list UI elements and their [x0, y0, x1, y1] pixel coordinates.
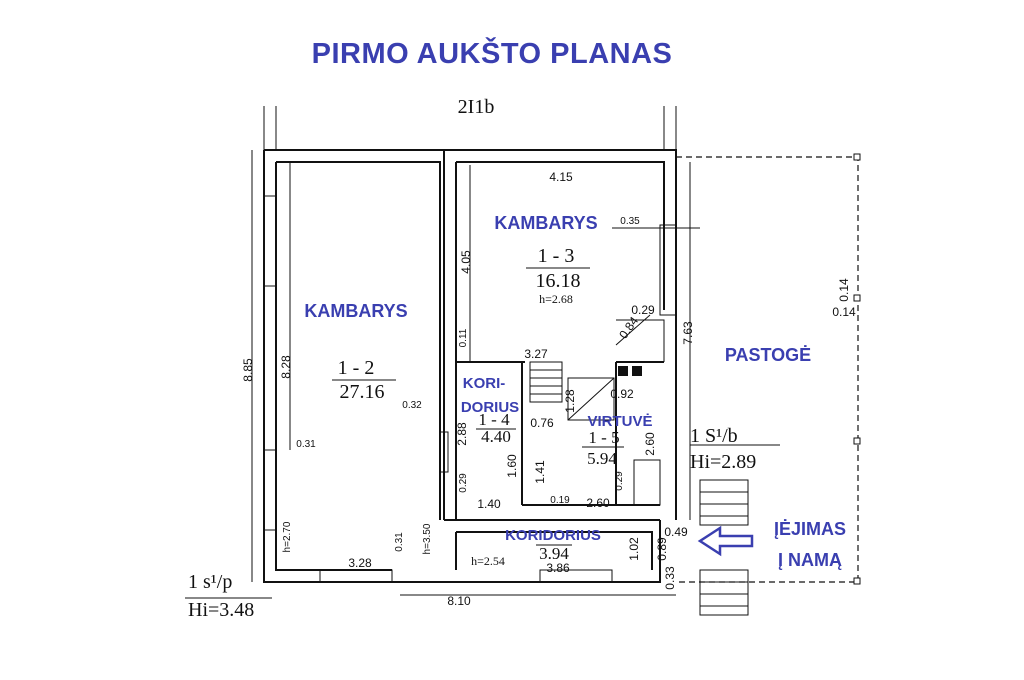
dim-3-86: 3.86: [546, 561, 570, 575]
legend-right-line2: Hi=2.89: [690, 451, 756, 473]
dim-3-28: 3.28: [348, 556, 372, 570]
stairs-interior: [529, 361, 615, 421]
dim-0-33: 0.33: [663, 566, 677, 590]
room-1-5-number: 1 - 5: [588, 428, 619, 447]
dim-8-10: 8.10: [447, 594, 471, 608]
dim-0-19: 0.19: [550, 495, 570, 506]
dim-8-85: 8.85: [241, 358, 255, 382]
dim-0-92: 0.92: [610, 387, 634, 401]
dim-1-60: 1.60: [505, 454, 519, 478]
wall-stubs: [263, 106, 677, 150]
dim-0-29-b: 0.29: [458, 473, 469, 493]
dim-h-3-50: h=3.50: [422, 523, 433, 554]
corridor-area: 3.94: [539, 544, 569, 563]
dim-3-27: 3.27: [524, 347, 548, 361]
dim-1-28: 1.28: [563, 389, 577, 413]
dim-0-31-a: 0.31: [296, 439, 316, 450]
legend-left-line1: 1 s¹/p: [188, 571, 232, 593]
windows: [263, 195, 677, 583]
dim-1-40: 1.40: [477, 497, 501, 511]
dim-0-14-b: 0.14: [832, 305, 856, 319]
plan-title: PIRMO AUKŠTO PLANAS: [312, 36, 673, 70]
room-1-3-area: 16.18: [536, 270, 581, 292]
legend-left-line2: Hi=3.48: [188, 599, 254, 621]
dim-2-60: 2.60: [643, 432, 657, 456]
room-1-3-name: KAMBARYS: [494, 213, 597, 233]
attic-outline: [676, 153, 861, 585]
room-1-5-name: VIRTUVĖ: [587, 413, 652, 430]
entrance-label-1: ĮĖJIMAS: [774, 519, 846, 539]
dim-0-11: 0.11: [458, 328, 469, 347]
dim-0-89: 0.89: [655, 537, 669, 561]
dim-0-14-a: 0.14: [837, 278, 851, 302]
dim-8-28: 8.28: [279, 355, 293, 379]
dim-0-31-b: 0.31: [394, 532, 405, 552]
room-1-4-name-2: DORIUS: [461, 399, 519, 416]
dim-0-29-a: 0.29: [631, 303, 655, 317]
dim-4-05: 4.05: [459, 250, 473, 274]
attic-name: PASTOGĖ: [725, 345, 811, 365]
corridor-height: h=2.54: [471, 554, 505, 568]
stairs-exterior: [699, 479, 749, 616]
dim-0-32: 0.32: [402, 400, 422, 411]
room-1-4-number: 1 - 4: [478, 410, 510, 429]
dim-0-76: 0.76: [530, 416, 554, 430]
dimension-lines: [185, 150, 780, 599]
building-code: 2I1b: [458, 96, 495, 118]
dim-1-41: 1.41: [533, 460, 547, 484]
legend-right-line1: 1 S¹/b: [690, 425, 738, 447]
dim-7-63: 7.63: [681, 321, 695, 345]
room-1-2-number: 1 - 2: [338, 357, 375, 379]
dim-4-15: 4.15: [549, 170, 573, 184]
room-1-4-area: 4.40: [481, 427, 511, 446]
room-1-3-number: 1 - 3: [538, 245, 575, 267]
outer-walls: [263, 149, 677, 583]
entrance-arrow-icon: [697, 525, 754, 557]
corridor-name: KORIDORIUS: [505, 527, 601, 544]
entrance-label-2: Į NAMĄ: [778, 550, 842, 570]
interior-walls: [444, 314, 665, 570]
room-1-3-height: h=2.68: [539, 292, 573, 306]
dim-0-29-c: 0.29: [614, 471, 625, 491]
room-1-5-area: 5.94: [587, 449, 617, 468]
dim-0-84: 0.84: [616, 314, 641, 341]
dim-0-49: 0.49: [664, 525, 688, 539]
dim-h-2-70: h=2.70: [282, 521, 293, 552]
stove-icon: [618, 366, 642, 376]
room-1-2-name: KAMBARYS: [304, 301, 407, 321]
dim-1-02: 1.02: [627, 537, 641, 561]
room-1-4-name-1: KORI-: [463, 375, 506, 392]
dim-0-35: 0.35: [620, 216, 640, 227]
room-1-2-area: 27.16: [340, 381, 385, 403]
dim-2-60-b: 2.60: [586, 496, 610, 510]
dim-2-88: 2.88: [455, 422, 469, 446]
